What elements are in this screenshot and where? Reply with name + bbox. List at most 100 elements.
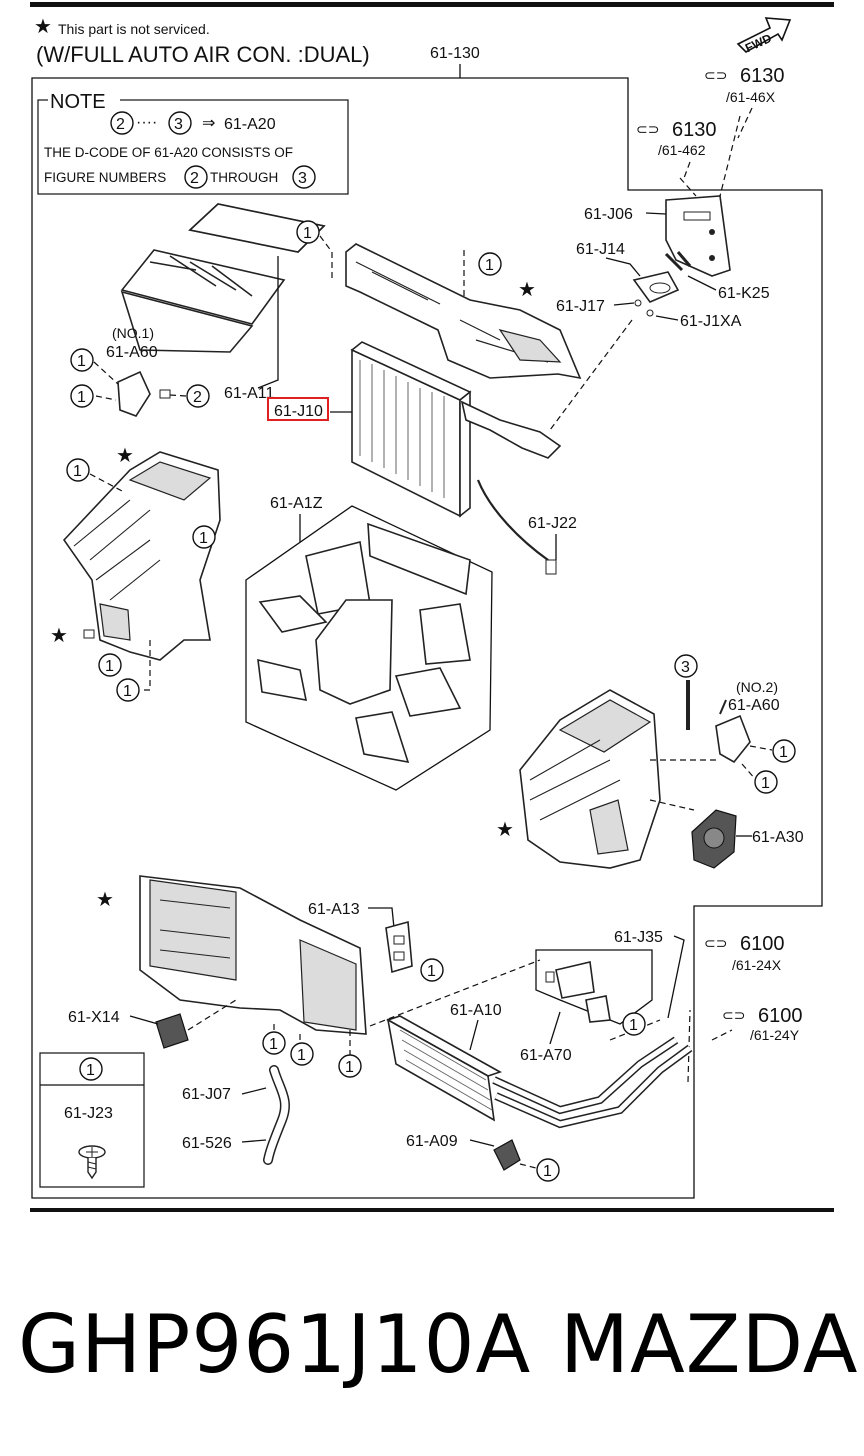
- callout-1-num: 1: [543, 1163, 552, 1180]
- callout-1: [116, 678, 140, 702]
- callout-1: [290, 1042, 314, 1066]
- main-frame: [31, 77, 823, 1199]
- label-61-A09: 61-A09: [406, 1133, 458, 1150]
- label-61-J35: 61-J35: [614, 929, 663, 946]
- svg-text:6130: 6130: [672, 119, 717, 141]
- ref-book-icon: ⊂⊃: [704, 67, 727, 83]
- callout-1: [192, 525, 216, 549]
- ref-book-icon: ⊂⊃: [636, 121, 659, 137]
- label-61-J10: 61-J10: [274, 403, 323, 420]
- sensor-j22-part: [476, 479, 557, 575]
- callout-1-num: 1: [77, 389, 86, 406]
- callout-1: [66, 458, 90, 482]
- right-housing-part: [519, 689, 661, 869]
- note-title: NOTE: [50, 91, 106, 113]
- note-arrow: ⇒: [202, 115, 215, 132]
- callout-1-num: 1: [269, 1036, 278, 1053]
- note-line-2b: THROUGH: [210, 170, 278, 185]
- label-61-A10: 61-A10: [450, 1002, 502, 1019]
- callout-1-num: 1: [485, 257, 494, 274]
- bottom-rule: [30, 1208, 834, 1212]
- callout-1-num: 1: [73, 463, 82, 480]
- label-61-A30: 61-A30: [752, 829, 804, 846]
- x14-leader: [129, 1015, 159, 1025]
- ref-6100-b: ⊂⊃ 6100 /61-24Y: [722, 1005, 803, 1043]
- dash-a60-2: [741, 745, 773, 781]
- ref-book-icon: ⊂⊃: [722, 1007, 745, 1023]
- dash-to-ref: [679, 115, 741, 197]
- callout-1-num: 1: [77, 353, 86, 370]
- sensor-x14-part: [155, 1013, 189, 1049]
- clamp-a70-part: [545, 961, 611, 1023]
- label-61-X14: 61-X14: [68, 1009, 120, 1026]
- not-serviced-note: This part is not serviced.: [58, 21, 210, 37]
- svg-text:FWD: FWD: [743, 31, 774, 55]
- door-set-boundary: [245, 505, 493, 791]
- a13-leader: [368, 907, 395, 929]
- lower-housing-part: [139, 875, 367, 1035]
- callout-2-num: 2: [193, 389, 202, 406]
- screw-k25-part: [664, 251, 692, 272]
- label-61-A11: 61-A11: [224, 385, 275, 402]
- callout-1: [296, 220, 320, 244]
- svg-text:6100: 6100: [740, 933, 785, 955]
- callout-2: [186, 384, 210, 408]
- a11-leader: [257, 256, 279, 389]
- note-line-1: THE D-CODE OF 61-A20 CONSISTS OF: [44, 145, 293, 160]
- heater-core-part: [386, 1015, 693, 1129]
- brand-name: MAZDA: [560, 1298, 859, 1391]
- ref-6130-a: ⊂⊃ 6130 /61-46X: [704, 65, 785, 105]
- callout-1-num: 1: [779, 744, 788, 761]
- top-rule: [30, 2, 834, 7]
- note-circle-a: [184, 165, 208, 189]
- star-upper-housing: ★: [518, 279, 536, 301]
- svg-text:6100: 6100: [758, 1005, 803, 1027]
- note-dots: ····: [136, 114, 157, 131]
- dash-left-1: [89, 473, 125, 493]
- p526-leader: [241, 1139, 267, 1143]
- callout-1: [79, 1057, 103, 1081]
- note-range-target: 61-A20: [224, 116, 276, 133]
- dash-heater: [369, 959, 661, 1041]
- svg-text:/61-46X: /61-46X: [726, 89, 776, 105]
- ref-6100-arrow: [687, 1009, 733, 1083]
- actuator-no1-part: [117, 370, 171, 417]
- dash-upper-1: [319, 235, 333, 278]
- label-61-J06: 61-J06: [584, 206, 633, 223]
- left-housing-part: [62, 451, 221, 661]
- star-left-bracket: ★: [50, 625, 68, 647]
- label-61-526: 61-526: [182, 1135, 232, 1152]
- part-number: GHP961J10A: [18, 1298, 532, 1391]
- callout-1: [754, 770, 778, 794]
- star-icon: ★: [34, 16, 52, 38]
- callout-1-num: 1: [297, 1047, 306, 1064]
- callout-1: [98, 653, 122, 677]
- j1xa-leader: [655, 315, 679, 321]
- label-61-A60-no2: 61-A60: [728, 697, 780, 714]
- star-lower-housing: ★: [96, 889, 114, 911]
- screw-j23-icon: [78, 1145, 106, 1180]
- clip-j1xa-part: [646, 309, 654, 317]
- note-circle-b-num: 3: [298, 170, 307, 187]
- label-no1: (NO.1): [112, 325, 154, 341]
- callout-1: [70, 384, 94, 408]
- callout-1-num: 1: [303, 225, 312, 242]
- label-61-J22: 61-J22: [528, 515, 577, 532]
- note-line-2a: FIGURE NUMBERS: [44, 170, 166, 185]
- motor-a30-part: [691, 809, 737, 869]
- j14-leader: [605, 257, 641, 277]
- note-circle-to-num: 3: [174, 116, 183, 133]
- callout-1-num: 1: [123, 683, 132, 700]
- callout-1-num: 1: [629, 1017, 638, 1034]
- label-61-J1XA: 61-J1XA: [680, 313, 742, 330]
- svg-text:/61-24Y: /61-24Y: [750, 1027, 800, 1043]
- motor-j14-part: [632, 271, 680, 303]
- highlight-61-J10: [267, 397, 329, 421]
- callout-1: [338, 1054, 362, 1078]
- callout-3: [674, 654, 698, 678]
- j35-leader: [667, 935, 685, 1019]
- dash-left-2: [140, 640, 151, 691]
- clip-a09-part: [493, 1139, 521, 1171]
- variant-title: (W/FULL AUTO AIR CON. :DUAL): [36, 42, 370, 67]
